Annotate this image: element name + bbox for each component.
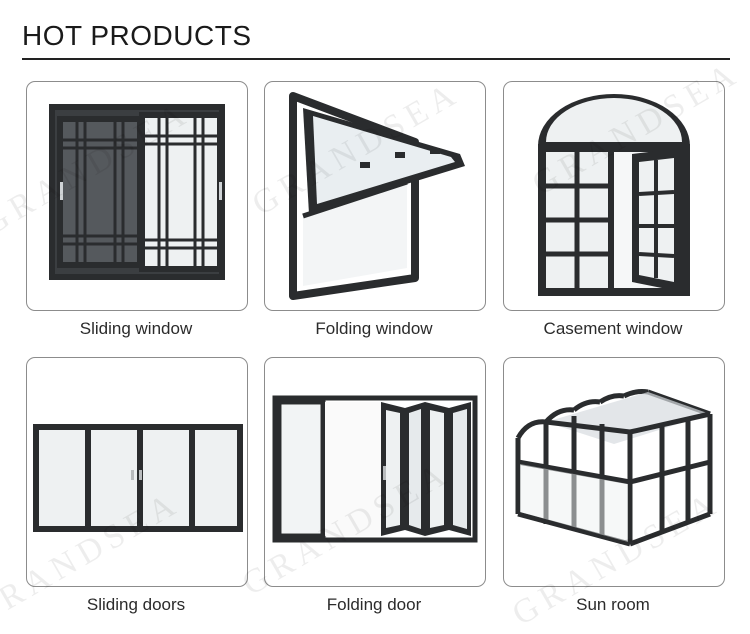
sliding-window-icon [49, 104, 225, 280]
sun-room-icon [515, 389, 713, 547]
product-label[interactable]: Sliding doors [86, 595, 186, 614]
product-card-casement-window[interactable] [503, 81, 725, 311]
folding-door-icon [272, 395, 478, 543]
product-label[interactable]: Folding door [326, 595, 422, 614]
header-divider [22, 58, 730, 60]
product-label[interactable]: Folding window [315, 319, 433, 338]
product-label[interactable]: Casement window [543, 319, 683, 338]
product-card-folding-window[interactable] [264, 81, 486, 311]
sliding-doors-icon [33, 424, 243, 532]
product-label[interactable]: Sliding window [79, 319, 193, 338]
folding-window-icon [289, 92, 465, 300]
casement-window-icon [538, 94, 690, 296]
product-label[interactable]: Sun room [576, 595, 650, 614]
product-card-sun-room[interactable] [503, 357, 725, 587]
page-title: HOT PRODUCTS [22, 20, 252, 51]
product-card-sliding-window[interactable] [26, 81, 248, 311]
product-card-folding-door[interactable] [264, 357, 486, 587]
product-card-sliding-doors[interactable] [26, 357, 248, 587]
